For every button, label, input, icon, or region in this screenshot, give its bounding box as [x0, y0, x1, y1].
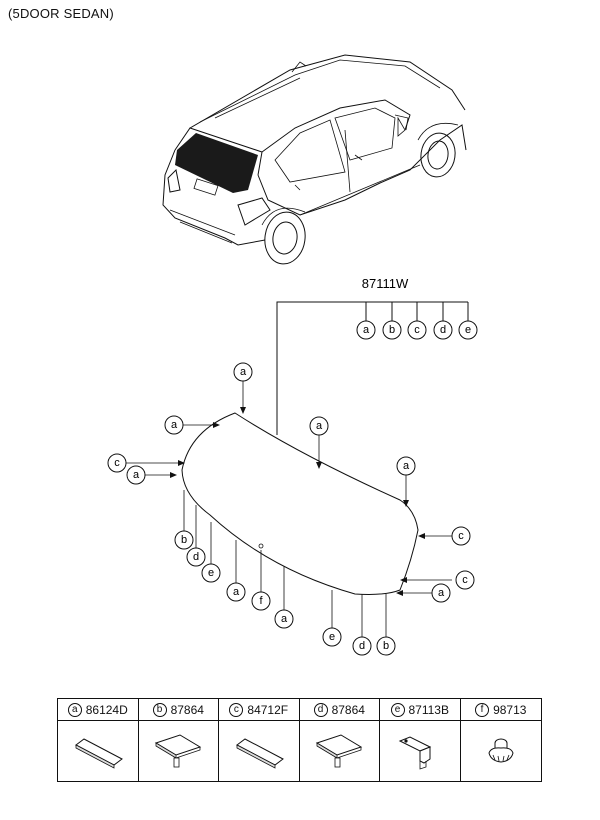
part-number: 84712F [247, 702, 289, 717]
part-image-cell [58, 721, 139, 781]
part-letter: a [67, 702, 82, 717]
part-number: 87864 [331, 702, 365, 717]
part-image-cell [461, 721, 542, 781]
pad-with-pin-icon [316, 734, 363, 768]
callout-letter: c [462, 574, 468, 586]
callout-letter: b [383, 640, 389, 652]
callout-letter: d [359, 640, 365, 652]
part-number: 86124D [85, 702, 128, 717]
callout-letter: c [114, 457, 120, 469]
callout-letter: d [193, 551, 199, 563]
part-image-cell [139, 721, 219, 781]
part-number: 87864 [170, 702, 204, 717]
flat-strip-icon [235, 738, 284, 769]
part-letter: e [390, 702, 405, 717]
callout-letter: e [208, 567, 214, 579]
callout-letter: a [363, 324, 370, 336]
assembly-label-group: 87111W [276, 276, 469, 435]
part-letter: c [229, 702, 244, 717]
part-callouts: a a a a a a a a c c c b b d d e e f [107, 362, 475, 656]
part-image-cell [219, 721, 300, 781]
rear-window-shape [175, 133, 258, 193]
callout-letter: d [440, 324, 446, 336]
callout-letter: e [465, 324, 471, 336]
callout-letter: c [414, 324, 420, 336]
callout-letter: e [329, 631, 335, 643]
grommet-icon [488, 738, 514, 763]
part-letter: f [475, 702, 490, 717]
callout-letter: a [240, 366, 247, 378]
callout-letter: c [458, 530, 464, 542]
callout-letter: a [316, 420, 323, 432]
callout-letter: b [181, 534, 187, 546]
callout-letter: f [259, 595, 263, 607]
pad-with-pin-icon [155, 734, 202, 768]
callout-letter: a [438, 587, 445, 599]
assembly-part-no: 87111W [362, 276, 409, 291]
part-letter: d [313, 702, 328, 717]
assembly-components: a b c d e [356, 320, 478, 340]
part-letter: b [152, 702, 167, 717]
parts-diagram: 87111W a b c d e [107, 54, 478, 656]
callout-letter: a [171, 419, 178, 431]
callout-letter: a [133, 469, 140, 481]
bracket-icon [398, 736, 431, 770]
variant-label: (5DOOR SEDAN) [8, 6, 114, 21]
car-illustration [162, 54, 467, 265]
part-number: 87113B [408, 702, 449, 717]
part-number: 98713 [493, 702, 527, 717]
arrowheads [170, 407, 425, 596]
callout-letter: a [233, 586, 240, 598]
part-image-cell [300, 721, 380, 781]
part-image-cell [380, 721, 461, 781]
flat-strip-icon [74, 738, 123, 769]
callout-letter: a [403, 460, 410, 472]
callout-letter: a [281, 613, 288, 625]
callout-letter: b [389, 324, 395, 336]
rear-glass-panel [181, 412, 419, 595]
